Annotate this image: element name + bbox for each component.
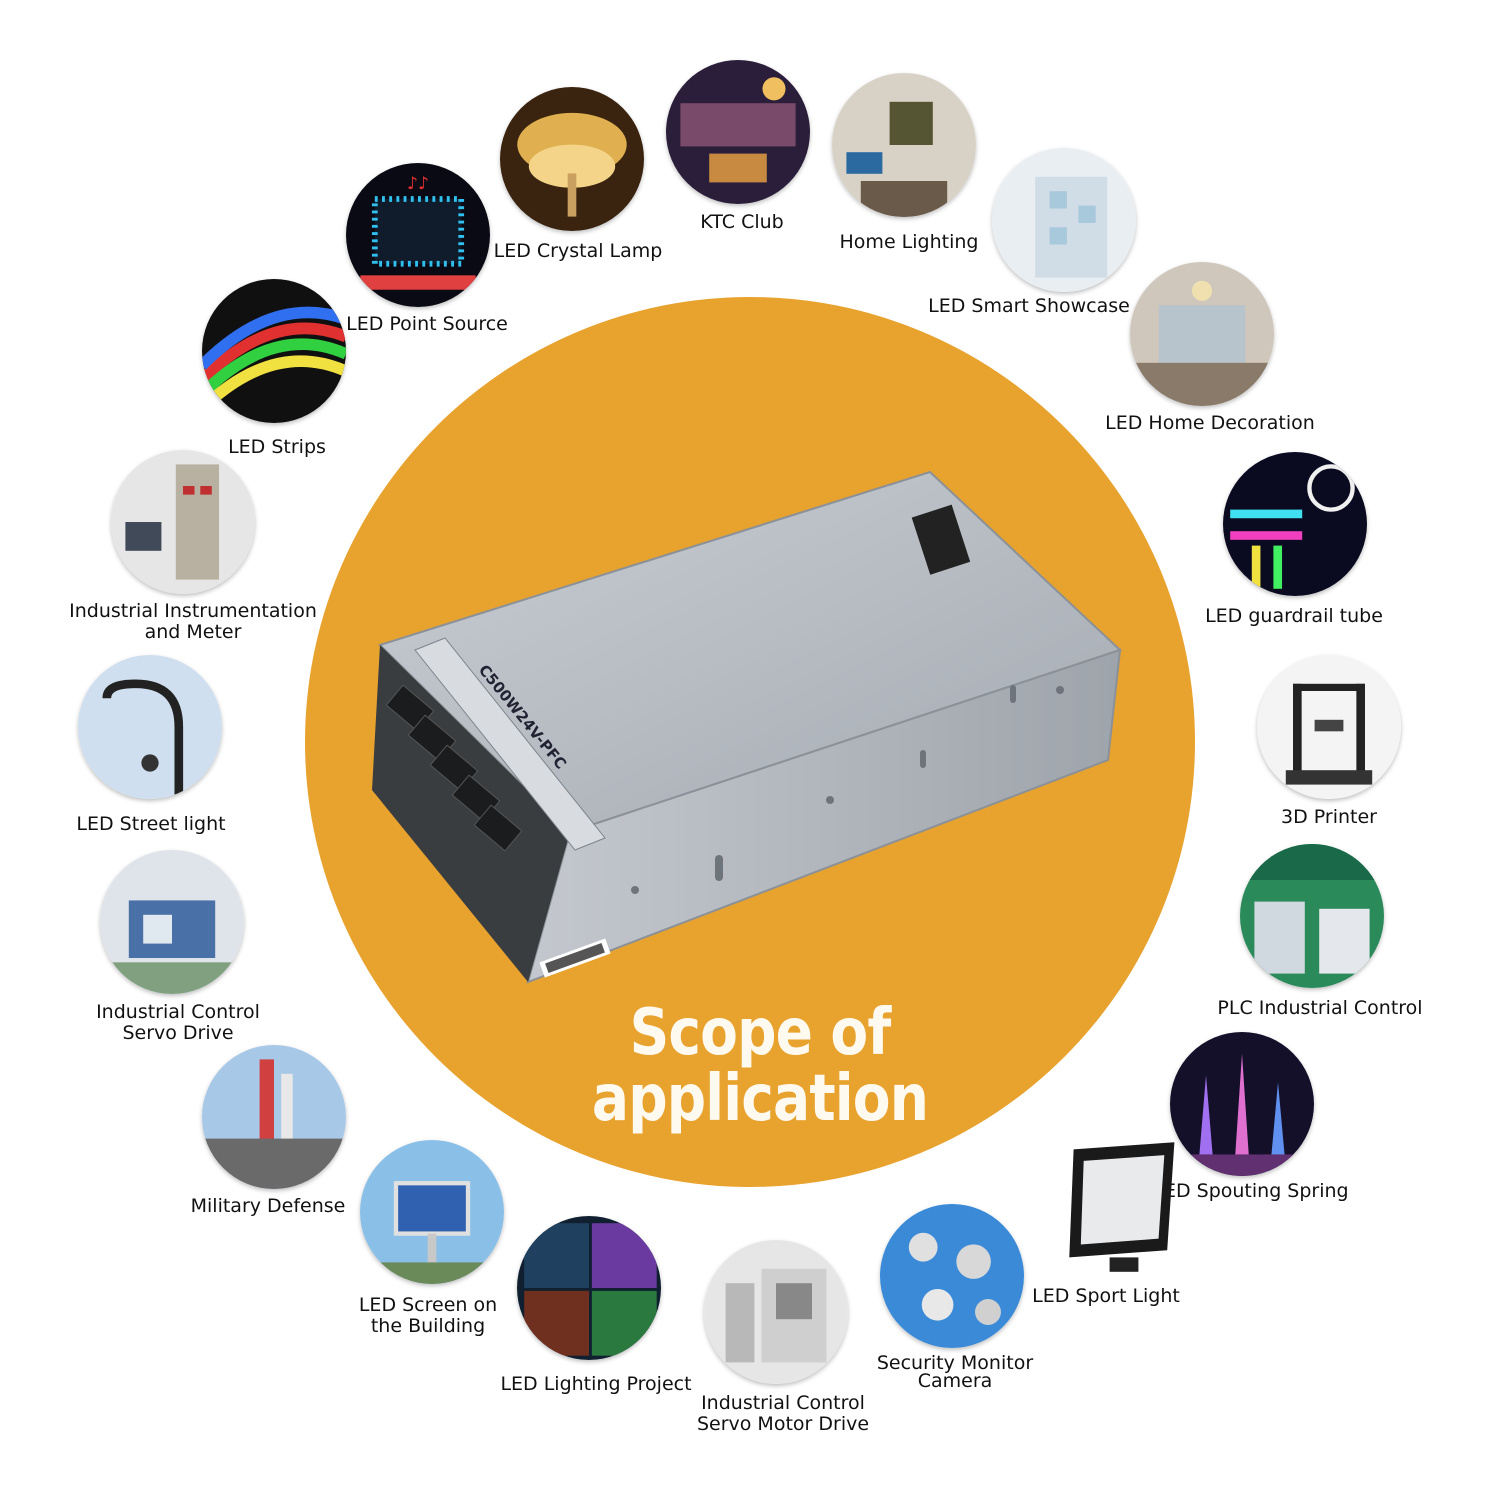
app-label-industrial-instrumentation: Industrial Instrumentation and Meter xyxy=(69,601,317,643)
led-lighting-project-photo xyxy=(517,1216,661,1360)
app-label-ktc-club: KTC Club xyxy=(700,211,784,233)
app-label-led-smart-showcase: LED Smart Showcase xyxy=(928,295,1130,317)
app-label-servo-motor-line1: Industrial Control xyxy=(701,1392,865,1414)
app-label-servo-drive-line2: Servo Drive xyxy=(122,1022,234,1044)
app-label-3d-printer: 3D Printer xyxy=(1281,806,1377,828)
industrial-control-servo-motor-photo xyxy=(704,1240,848,1384)
app-label-led-crystal-lamp: LED Crystal Lamp xyxy=(493,240,663,262)
app-label-home-lighting: Home Lighting xyxy=(839,231,979,253)
app-label-led-home-decoration: LED Home Decoration xyxy=(1105,412,1315,434)
military-defense-photo xyxy=(202,1045,346,1189)
svg-text:♪♪: ♪♪ xyxy=(407,174,429,194)
app-label-led-strips: LED Strips xyxy=(228,436,326,458)
app-label-led-street-light: LED Street light xyxy=(76,813,226,835)
industrial-control-servo-drive-photo xyxy=(100,850,244,994)
app-label-led-sport-light: LED Sport Light xyxy=(1032,1285,1180,1307)
app-label-led-screen-line2: the Building xyxy=(370,1315,486,1337)
led-street-light-photo xyxy=(78,655,222,799)
led-spouting-spring-photo xyxy=(1170,1032,1314,1176)
app-label-servo-drive-line1: Industrial Control xyxy=(96,1001,260,1023)
app-label-industrial-control-servo-motor: Industrial Control Servo Motor Drive xyxy=(697,1393,869,1435)
power-supply-unit-image: C500W24V-PFC xyxy=(372,470,1122,984)
app-label-industrial-instrumentation-line2: and Meter xyxy=(144,621,242,643)
led-guardrail-tube-photo xyxy=(1223,452,1367,596)
scope-title-line1: Scope of xyxy=(629,996,892,1070)
app-label-industrial-control-servo-drive: Industrial Control Servo Drive xyxy=(96,1002,260,1044)
app-label-security-line1: Security Monitor xyxy=(876,1352,1034,1374)
scope-title: Scope of application xyxy=(571,1000,949,1132)
app-label-security-line2: Camera xyxy=(917,1370,993,1392)
scope-title-line2: application xyxy=(591,1062,929,1136)
app-label-led-point-source: LED Point Source xyxy=(346,313,508,335)
app-label-led-screen-line1: LED Screen on xyxy=(358,1294,498,1316)
app-label-led-screen-building: LED Screen on the Building xyxy=(359,1295,497,1337)
app-label-servo-motor-line2: Servo Motor Drive xyxy=(696,1413,870,1435)
app-label-security-monitor-camera: Security Monitor Camera xyxy=(876,1352,1034,1392)
app-label-led-guardrail-tube: LED guardrail tube xyxy=(1205,605,1383,627)
plc-industrial-control-photo xyxy=(1240,844,1384,988)
app-label-led-lighting-project: LED Lighting Project xyxy=(500,1373,692,1395)
3d-printer-photo xyxy=(1257,655,1401,799)
app-label-led-spouting-spring: LED Spouting Spring xyxy=(1153,1180,1349,1202)
app-label-industrial-instrumentation-line1: Industrial Instrumentation xyxy=(69,600,317,622)
led-point-source-photo: ♪♪ xyxy=(346,163,490,307)
led-strips-photo xyxy=(202,279,346,423)
ktc-club-photo xyxy=(666,60,810,204)
led-screen-building-photo xyxy=(360,1140,504,1284)
led-smart-showcase-photo xyxy=(992,148,1136,292)
vent-slot xyxy=(911,504,971,575)
security-monitor-camera-photo xyxy=(880,1204,1024,1348)
led-sport-light-photo xyxy=(1052,1135,1196,1279)
app-label-plc-industrial-control: PLC Industrial Control xyxy=(1217,997,1423,1019)
led-home-decoration-photo xyxy=(1130,262,1274,406)
led-crystal-lamp-photo xyxy=(500,87,644,231)
app-label-military-defense: Military Defense xyxy=(190,1195,346,1217)
home-lighting-photo xyxy=(832,73,976,217)
industrial-instrumentation-photo xyxy=(111,450,255,594)
